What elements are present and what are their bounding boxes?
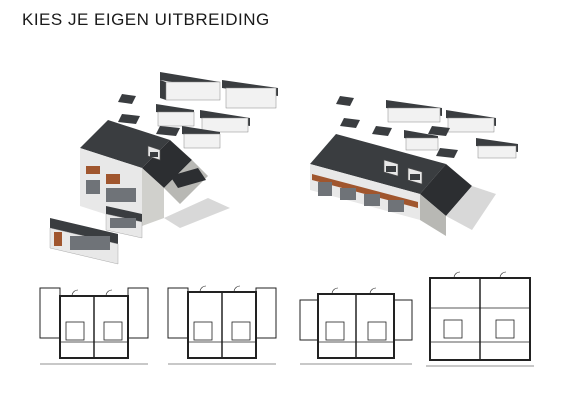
option-b-exploded-view [296, 90, 536, 250]
option-a-exploded-view [30, 68, 290, 268]
plan-4 [422, 268, 538, 377]
plan-1 [36, 276, 152, 377]
plan-3 [298, 276, 414, 377]
house-extensions-icon [49, 72, 278, 265]
plan-2 [164, 276, 280, 377]
floorplan-icon [426, 271, 534, 367]
page-title: KIES JE EIGEN UITBREIDING [22, 10, 270, 29]
floorplan-icon [39, 287, 149, 365]
floorplan-icon [167, 285, 277, 365]
house-extensions-icon [310, 96, 518, 236]
floorplan-icon [299, 287, 413, 365]
